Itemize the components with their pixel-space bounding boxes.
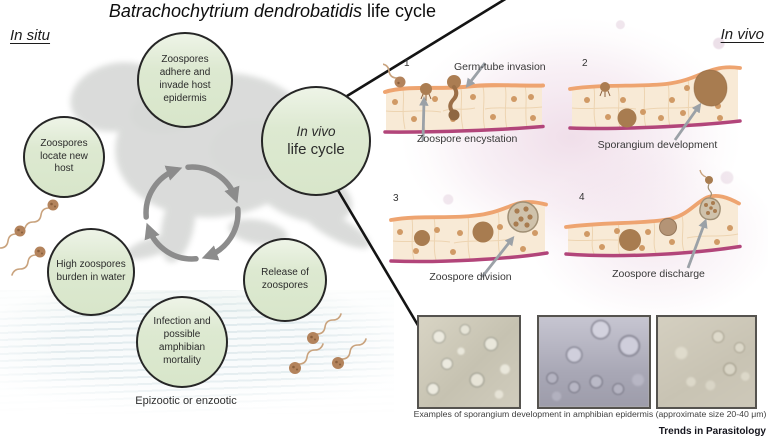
encysted-zoospore: [420, 83, 432, 101]
panel3-label: Zoospore division: [429, 271, 512, 283]
sporangium-small: [617, 108, 637, 128]
sporangium-small: [659, 218, 677, 236]
figure-title: Batrachochytrium dendrobatidis life cycl…: [0, 1, 545, 22]
panel2-label: Sporangium development: [597, 139, 718, 151]
node-zoospores-locate: Zoospores locate new host: [23, 116, 105, 198]
in-situ-heading: In situ: [10, 27, 51, 44]
panel4-epidermis-illustration: [564, 169, 742, 269]
panel3-epidermis-illustration: [389, 200, 549, 278]
dividing-sporangium: [507, 201, 539, 233]
panel2-epidermis-illustration: [568, 65, 742, 141]
discharging-sporangium: [699, 169, 721, 221]
micrograph-texture: [539, 317, 649, 407]
species-name: Batrachochytrium dendrobatidis: [108, 1, 363, 21]
panel1-number: 1: [404, 58, 410, 69]
epidermis-surface: [389, 200, 548, 222]
zoospore-icon: [14, 225, 26, 237]
basement-membrane: [389, 251, 549, 264]
germ-tube: [447, 75, 461, 121]
sporangium: [472, 221, 494, 243]
zoospore-icon: [383, 63, 406, 88]
pointer-arrow: [480, 236, 515, 278]
panel1-label-encystation: Zoospore encystation: [417, 133, 518, 145]
encysted-zoospore: [599, 82, 611, 97]
sporangium-small: [414, 230, 430, 246]
zoospore-icon: [34, 246, 46, 258]
node-zoospores-adhere: Zoospores adhere and invade host epiderm…: [137, 32, 233, 128]
journal-name: Trends in Parasitology: [658, 426, 766, 437]
node-release-zoospores: Release of zoospores: [243, 238, 327, 322]
basement-membrane: [564, 244, 742, 258]
title-suffix: life cycle: [362, 1, 437, 21]
pointer-arrow: [465, 62, 487, 89]
micrograph-photo-3: [656, 315, 757, 409]
pointer-arrow: [686, 218, 708, 269]
pointer-arrow: [419, 96, 429, 142]
zoospore-icon: [307, 332, 319, 344]
basement-membrane: [383, 124, 545, 134]
epidermis-surface: [564, 194, 741, 229]
pointer-arrow: [673, 102, 702, 141]
panel2-number: 2: [582, 58, 588, 69]
micrograph-photo-1: [417, 315, 521, 409]
panel3-number: 3: [393, 193, 399, 204]
in-vivo-heading: In vivo: [720, 26, 764, 43]
zoospore-icon: [289, 362, 301, 374]
node-high-burden: High zoospores burden in water: [47, 228, 135, 316]
micrograph-texture: [658, 317, 755, 407]
micrographs-caption: Examples of sporangium development in am…: [413, 409, 767, 419]
invivo-background-wash: [358, 6, 768, 318]
sporangium: [619, 229, 641, 251]
panel4-label: Zoospore discharge: [612, 268, 705, 280]
panel1-epidermis-illustration: [383, 62, 545, 142]
panel1-label-germ-tube: Germ-tube invasion: [454, 61, 546, 73]
panel4-number: 4: [579, 192, 585, 203]
sporangium: [693, 69, 728, 107]
flagellum: [24, 207, 50, 229]
basement-membrane: [568, 119, 742, 131]
micrograph-photo-2: [537, 315, 651, 409]
epidermis-surface: [568, 65, 742, 91]
zoospore-icon: [47, 199, 59, 211]
zoospore-icon: [332, 357, 344, 369]
node-infection-mortality: Infection and possible amphibian mortali…: [136, 296, 228, 388]
epizootic-label: Epizootic or enzootic: [135, 395, 237, 407]
micrograph-texture: [419, 317, 519, 407]
escaping-zoospore: [699, 169, 713, 184]
